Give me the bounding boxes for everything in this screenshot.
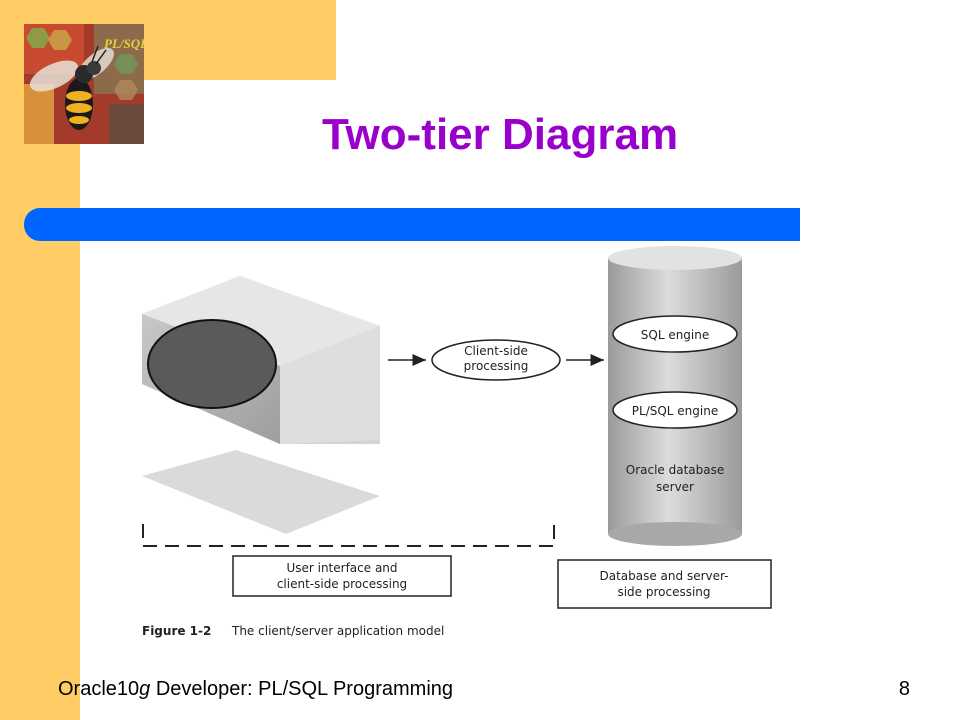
- slide-footer: Oracle10g Developer: PL/SQL Programming: [58, 678, 453, 701]
- figure-caption-text: The client/server application model: [231, 624, 444, 638]
- ui-processing-box: [232, 555, 452, 597]
- client-dashed-bracket: [142, 524, 555, 547]
- ui-box-line1: User interface and: [286, 561, 397, 575]
- client-side-label-line1: Client-side: [464, 344, 528, 358]
- page-number: 8: [898, 678, 910, 700]
- client-side-processing-node: [431, 339, 561, 381]
- server-label-line2: server: [656, 480, 694, 494]
- plsql-bee-logo: PL/SQL: [24, 24, 144, 144]
- db-box-line2: side processing: [617, 585, 710, 599]
- server-label-line1: Oracle database: [626, 463, 725, 477]
- title-underline-bar: [24, 208, 800, 241]
- footer-prefix: Oracle10: [58, 678, 140, 700]
- logo-text: PL/SQL: [104, 36, 144, 51]
- db-processing-box: [557, 559, 772, 609]
- sql-engine-node: [612, 315, 738, 353]
- client-side-label-line2: processing: [464, 359, 529, 373]
- plsql-engine-node: [612, 391, 738, 429]
- db-box-line1: Database and server-: [599, 569, 728, 583]
- client-keyboard-plane: [142, 450, 380, 534]
- client-monitor-box: [142, 276, 380, 444]
- figure-caption-label: Figure 1-2: [142, 624, 211, 638]
- two-tier-figure: Client-side processing SQL engine PL/SQL…: [120, 244, 800, 654]
- footer-italic: g: [139, 678, 151, 700]
- slide-title: Two-tier Diagram: [321, 110, 679, 159]
- ui-box-line2: client-side processing: [277, 577, 407, 591]
- bee-icon: PL/SQL: [24, 24, 144, 144]
- footer-suffix: Developer: PL/SQL Programming: [150, 678, 454, 700]
- sql-engine-label: SQL engine: [641, 328, 710, 342]
- plsql-engine-label: PL/SQL engine: [632, 404, 718, 418]
